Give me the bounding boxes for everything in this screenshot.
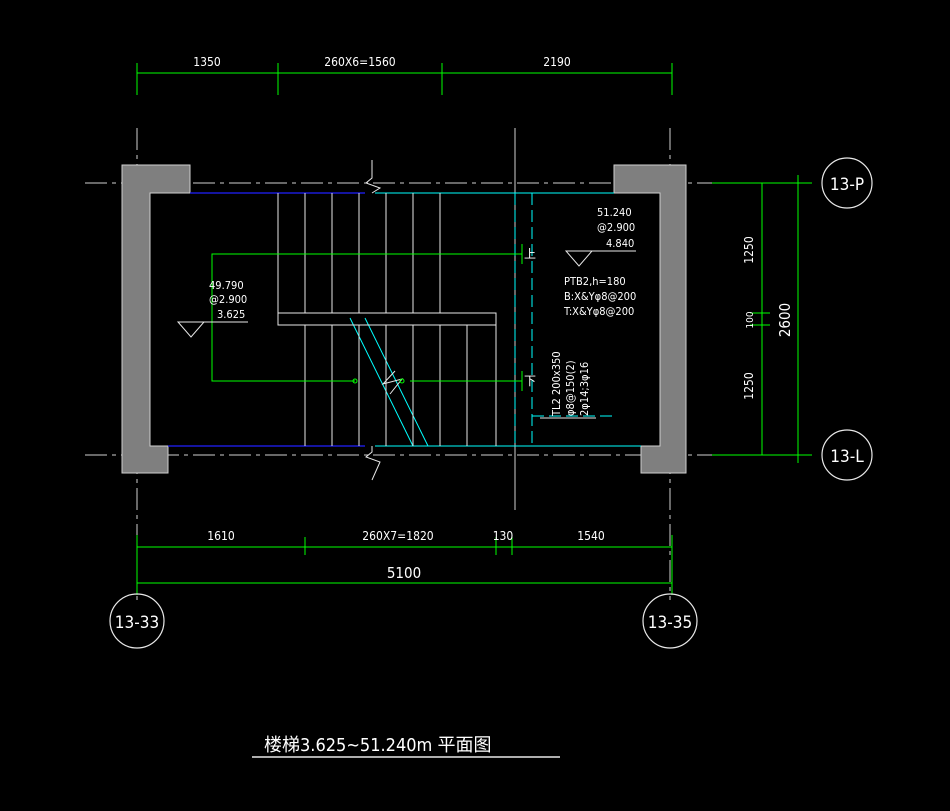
axis-label-top: 13-P: [830, 175, 864, 195]
axis-label-bottom: 13-L: [830, 447, 864, 467]
top-dim-2: 260X6=1560: [324, 55, 396, 69]
right-dim-1: 1250: [742, 236, 756, 264]
elev-left-1: 49.790: [209, 279, 244, 292]
bottom-dim-1: 1610: [207, 529, 235, 543]
total-dimension: 5100: [387, 564, 421, 582]
walk-lines: [211, 244, 523, 391]
slab-note-1: PTB2,h=180: [564, 275, 626, 288]
right-total-dimension: 2600: [776, 303, 794, 337]
slab-note-2: B:X&Yφ8@200: [564, 290, 636, 303]
bottom-dimension-line: [136, 535, 673, 595]
beam-note-2: φ8@150(2): [564, 360, 577, 416]
axis-label-left: 13-33: [115, 613, 159, 633]
elev-right-3: 4.840: [606, 237, 634, 250]
bottom-dim-4: 1540: [577, 529, 605, 543]
up-mark: 上: [524, 247, 536, 261]
elev-left-2: @2.900: [209, 293, 247, 306]
drawing-title: 楼梯3.625~51.240m 平面图: [264, 735, 491, 756]
beam-note-1: TL2 200x350: [550, 351, 563, 417]
axis-bubbles: [109, 157, 873, 649]
down-mark: 下: [524, 374, 536, 388]
elevation-marker-left: [176, 321, 248, 338]
slab-note-3: T:X&Yφ8@200: [563, 305, 634, 318]
beam-note-3: 2φ14;3φ16: [578, 362, 591, 416]
top-dim-1: 1350: [193, 55, 221, 69]
right-dimension-line: [712, 175, 812, 463]
elev-right-1: 51.240: [597, 206, 632, 219]
bottom-dim-3: 130: [493, 529, 514, 543]
axis-label-right: 13-35: [648, 613, 692, 633]
elev-right-2: @2.900: [597, 221, 635, 234]
top-dim-3: 2190: [543, 55, 571, 69]
right-dim-2: 100: [745, 311, 756, 328]
elevation-marker-right: [564, 250, 636, 267]
top-dimension-line: [136, 63, 673, 95]
bottom-dim-2: 260X7=1820: [362, 529, 434, 543]
right-dim-3: 1250: [742, 372, 756, 400]
slab-edges: [168, 192, 365, 447]
landing-beams: [349, 192, 641, 447]
stair-treads: [277, 160, 497, 481]
elev-left-3: 3.625: [217, 308, 245, 321]
